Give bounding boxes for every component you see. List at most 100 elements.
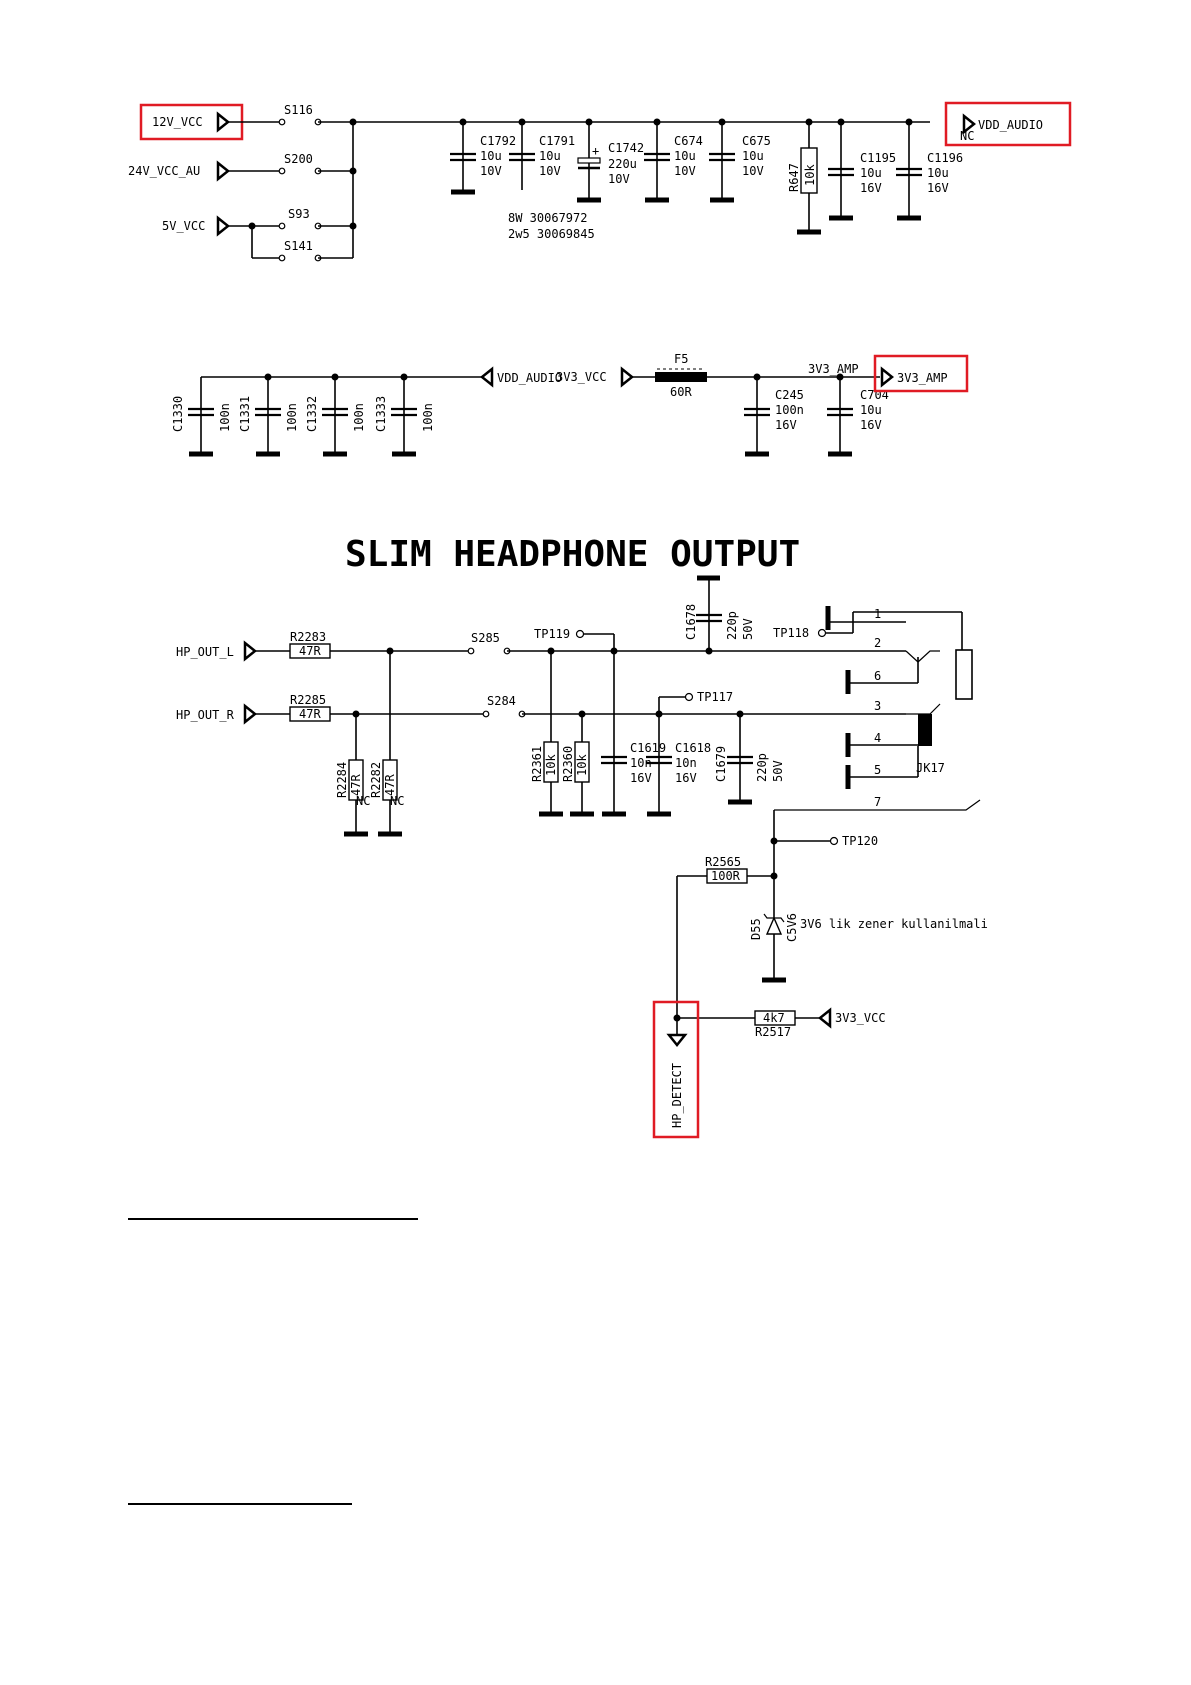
cap-c675: C675 10u 10V [709, 118, 771, 201]
svg-text:47R: 47R [299, 644, 321, 658]
hp-out-r-label: HP_OUT_R [176, 708, 235, 722]
svg-text:4: 4 [874, 731, 881, 745]
nc-label: NC [960, 129, 974, 143]
svg-text:C1195: C1195 [860, 151, 896, 165]
port-3v3-vcc-2-icon [817, 1007, 832, 1029]
svg-text:R2517: R2517 [755, 1025, 791, 1039]
cap-c1619: C1619 10n 16V [601, 651, 666, 814]
svg-text:C1332: C1332 [305, 396, 319, 432]
res-r2565: 100R R2565 [705, 855, 748, 884]
ferrite-f5: F5 60R [655, 352, 707, 399]
svg-text:C674: C674 [674, 134, 703, 148]
svg-text:50V: 50V [771, 760, 785, 782]
svg-text:220p: 220p [725, 611, 739, 640]
svg-text:R2283: R2283 [290, 630, 326, 644]
svg-text:7: 7 [874, 795, 881, 809]
svg-text:10k: 10k [544, 754, 558, 776]
svg-text:10V: 10V [480, 164, 502, 178]
svg-text:C1330: C1330 [171, 396, 185, 432]
svg-text:R647: R647 [787, 163, 801, 192]
svg-text:C1679: C1679 [714, 746, 728, 782]
svg-text:C1333: C1333 [374, 396, 388, 432]
svg-text:1: 1 [874, 607, 881, 621]
port-vdd-audio-icon [962, 113, 977, 135]
svg-text:C1792: C1792 [480, 134, 516, 148]
svg-text:4k7: 4k7 [763, 1011, 785, 1025]
svg-text:10V: 10V [539, 164, 561, 178]
s200-label: S200 [284, 152, 313, 166]
cap-c1678: C1678 220p 50V [684, 575, 755, 655]
svg-text:R2285: R2285 [290, 693, 326, 707]
vdd-audio-label: VDD_AUDIO [978, 118, 1043, 132]
svg-text:R2360: R2360 [561, 746, 575, 782]
jack-jk17: TP118 1 2 6 3 4 5 JK17 7 [773, 606, 981, 811]
svg-text:10u: 10u [927, 166, 949, 180]
cap-c1792: C1792 10u 10V [450, 118, 516, 193]
svg-text:10k: 10k [575, 754, 589, 776]
port-3v3-amp-icon [880, 366, 895, 388]
svg-text:R2284: R2284 [335, 762, 349, 798]
svg-text:220u: 220u [608, 157, 637, 171]
svg-text:C675: C675 [742, 134, 771, 148]
cap-c1618: C1618 10n 16V [646, 714, 711, 814]
svg-text:R2565: R2565 [705, 855, 741, 869]
s116-label: S116 [284, 103, 313, 117]
cap-c1742: + C1742 220u 10V [577, 118, 644, 201]
port-vdd-audio-2-icon [479, 366, 494, 388]
svg-text:100n: 100n [775, 403, 804, 417]
svg-text:47R: 47R [349, 774, 363, 796]
svg-text:10n: 10n [630, 756, 652, 770]
res-r2361: 10k R2361 [530, 651, 563, 814]
s284-label: S284 [487, 694, 516, 708]
svg-text:+: + [592, 144, 599, 158]
cap-c1331: C1331 100n [238, 373, 299, 455]
cap-c245: C245 100n 16V [744, 373, 804, 455]
svg-text:10V: 10V [608, 172, 630, 186]
cap-c1333: C1333 100n [374, 373, 435, 455]
note-2w5: 2w5 30069845 [508, 227, 595, 241]
net-12v-label: 12V_VCC [152, 115, 203, 129]
svg-text:C1619: C1619 [630, 741, 666, 755]
svg-text:47R: 47R [383, 774, 397, 796]
svg-text:60R: 60R [670, 385, 692, 399]
vcc-3v3-label: 3V3_VCC [556, 370, 607, 384]
s93-label: S93 [288, 207, 310, 221]
port-hp-out-l-icon [243, 640, 258, 662]
svg-text:16V: 16V [630, 771, 652, 785]
headphone-title: SLIM HEADPHONE OUTPUT [345, 534, 800, 575]
svg-text:100R: 100R [711, 869, 741, 883]
cap-c704: C704 10u 16V [827, 373, 889, 455]
cap-c674: C674 10u 10V [644, 118, 703, 201]
amp-net-label: 3V3_AMP [808, 362, 859, 376]
cap-c1679: C1679 220p 50V [714, 714, 785, 802]
s285-label: S285 [471, 631, 500, 645]
svg-text:10u: 10u [539, 149, 561, 163]
power-section: 12V_VCC S116 24V_VCC_AU S200 5V_VCC S93 … [128, 101, 1072, 262]
svg-text:C1678: C1678 [684, 604, 698, 640]
zener-note: 3V6 lik zener kullanilmali [800, 917, 988, 931]
tp120-label: TP120 [842, 834, 878, 848]
cap-c1330: C1330 100n [171, 377, 232, 454]
vdd-audio-2-label: VDD_AUDIO [497, 371, 562, 385]
svg-text:F5: F5 [674, 352, 688, 366]
svg-text:10u: 10u [860, 166, 882, 180]
svg-text:C1618: C1618 [675, 741, 711, 755]
svg-text:10u: 10u [674, 149, 696, 163]
svg-text:220p: 220p [755, 753, 769, 782]
port-12v-icon [216, 111, 231, 133]
net-5v-label: 5V_VCC [162, 219, 205, 233]
highlight-hp-detect [652, 1000, 700, 1139]
zener-d55: D55 C5V6 [749, 876, 799, 980]
port-hp-out-r-icon [243, 703, 258, 725]
cap-c1196: C1196 10u 16V [896, 118, 963, 219]
decoupling-section: C1330 100n C1331 100n C1332 100n C1333 1… [171, 352, 969, 455]
svg-text:10n: 10n [675, 756, 697, 770]
res-r647: 10k R647 [787, 118, 821, 233]
cap-c1195: C1195 10u 16V [828, 118, 896, 219]
res-r2283: 47R R2283 [289, 630, 331, 659]
svg-text:C5V6: C5V6 [785, 913, 799, 942]
svg-text:C1331: C1331 [238, 396, 252, 432]
svg-text:5: 5 [874, 763, 881, 777]
